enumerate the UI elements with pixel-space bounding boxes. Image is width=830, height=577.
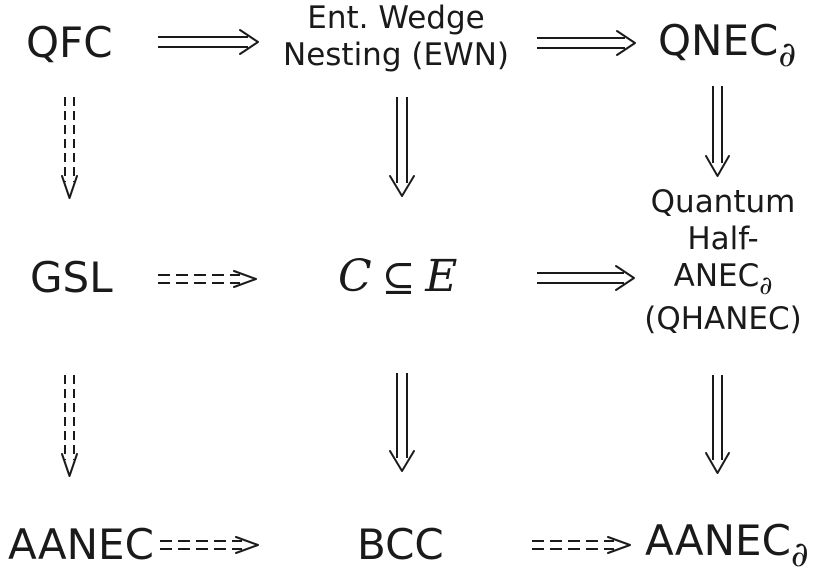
node-c-subseteq-e: C⊆E [338,255,457,299]
e-symbol: E [425,251,458,302]
arrow-aanec-to-bcc [160,536,259,554]
arrow-c-subseteq-e-to-bcc [389,373,415,472]
node-aanec: AANEC [8,524,154,566]
arrow-gsl-to-aanec [61,375,78,477]
node-gsl: GSL [30,257,113,299]
node-bcc: BCC [357,524,444,566]
c-symbol: C [338,251,372,302]
arrow-ewn-to-c-subseteq-e [389,97,415,197]
arrow-qnec-to-qhanec [705,86,730,177]
arrow-qfc-to-gsl [61,97,78,199]
node-aanec-boundary: AANEC∂ [645,520,809,576]
arrow-qfc-to-ewn [158,29,259,55]
qhanec-label-line4: (QHANEC) [644,301,802,337]
node-ewn: Ent. Wedge Nesting (EWN) [283,0,509,74]
subseteq-symbol: ⊆ [381,255,416,301]
arrow-ewn-to-qnec [537,30,636,56]
ewn-label-line2: Nesting (EWN) [283,37,509,74]
arrow-qhanec-to-aanec-boundary [705,375,730,474]
ewn-label-line1: Ent. Wedge [307,0,485,36]
gsl-label: GSL [30,253,113,302]
node-qhanec: Quantum Half- ANEC∂ (QHANEC) [628,184,818,338]
arrow-gsl-to-c-subseteq-e [158,270,257,288]
qnec-label: QNEC [658,16,779,65]
aanec-label: AANEC [8,520,154,569]
aanec-boundary-label: AANEC [645,516,791,565]
qnec-boundary-subscript: ∂ [778,35,797,76]
qhanec-label-line3: ANEC∂ [628,258,818,301]
arrow-bcc-to-aanec-boundary [532,536,631,554]
arrow-c-subseteq-e-to-qhanec [537,265,635,291]
aanec-boundary-subscript: ∂ [790,535,809,576]
qfc-label: QFC [26,18,113,67]
qhanec-label-line2: Half- [687,221,759,258]
qhanec-label-line1: Quantum [650,184,796,220]
anec-boundary-subscript: ∂ [759,270,773,301]
anec-label: ANEC [673,258,760,295]
bcc-label: BCC [357,520,444,569]
node-qnec-boundary: QNEC∂ [658,20,797,76]
node-qfc: QFC [26,22,113,64]
